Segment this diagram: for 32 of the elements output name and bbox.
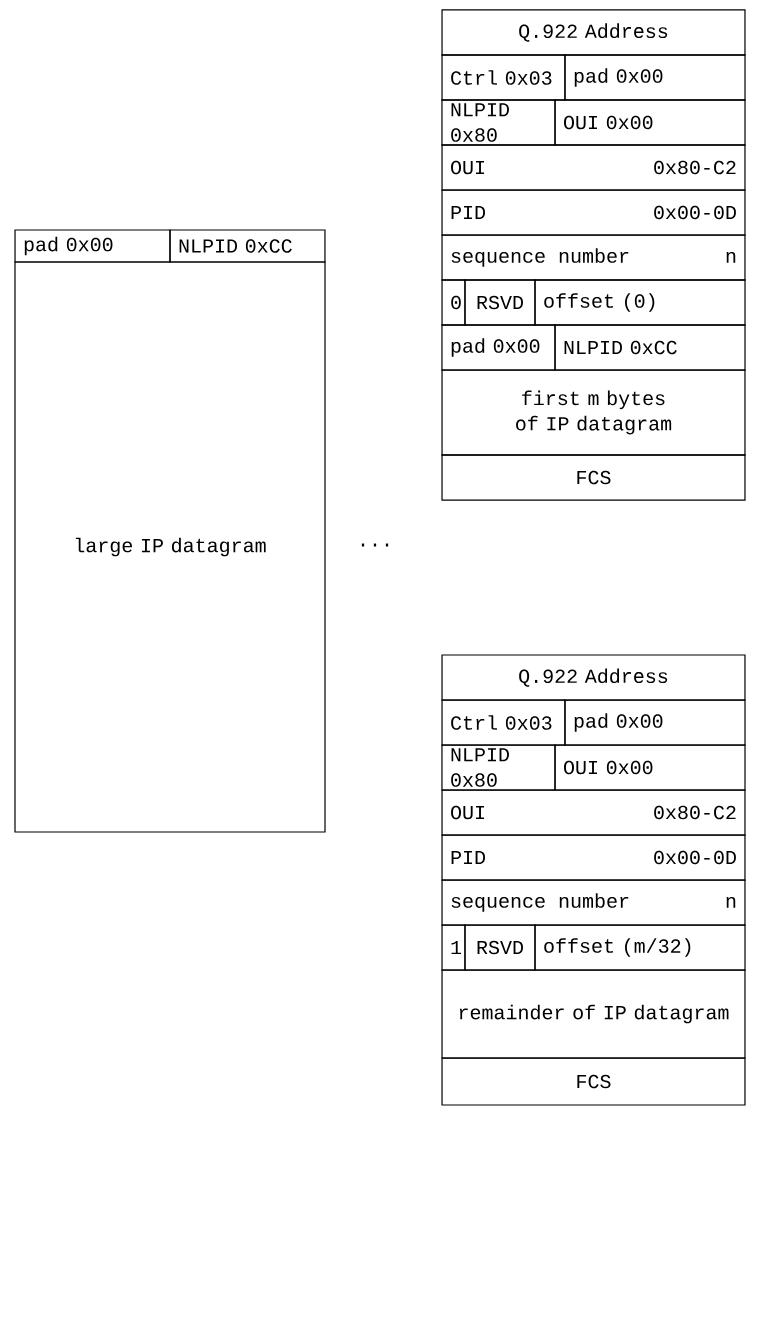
field-box: Q.922 Address (441, 654, 746, 701)
field-box: OUI 0x00 (554, 99, 746, 146)
field-box: RSVD (464, 924, 536, 971)
field-box: sequence number n (441, 879, 746, 926)
field-box: NLPID 0x80 (441, 99, 556, 146)
field-box: NLPID 0xCC (554, 324, 746, 371)
field-box: pad 0x00 (564, 54, 746, 101)
field-box: PID 0x00-0D (441, 834, 746, 881)
field-box: 1 (441, 924, 466, 971)
field-box: OUI 0x80-C2 (441, 789, 746, 836)
field-box: remainder of IP datagram (441, 969, 746, 1059)
field-box: NLPID 0x80 (441, 744, 556, 791)
field-box: RSVD (464, 279, 536, 326)
field-box: PID 0x00-0D (441, 189, 746, 236)
field-box: large IP datagram (14, 261, 326, 833)
field-box: 0 (441, 279, 466, 326)
field-box: OUI 0x80-C2 (441, 144, 746, 191)
field-box: first m bytes of IP datagram (441, 369, 746, 456)
field-box: NLPID 0xCC (169, 229, 326, 263)
field-box: pad 0x00 (564, 699, 746, 746)
field-box: pad 0x00 (14, 229, 171, 263)
ellipsis-text: ... (361, 543, 389, 547)
field-box: sequence number n (441, 234, 746, 281)
field-box: offset (m/32) (534, 924, 746, 971)
field-box: Q.922 Address (441, 9, 746, 56)
field-box: Ctrl 0x03 (441, 699, 566, 746)
field-box: FCS (441, 454, 746, 501)
field-box: offset (0) (534, 279, 746, 326)
field-box: Ctrl 0x03 (441, 54, 566, 101)
field-box: OUI 0x00 (554, 744, 746, 791)
field-box: FCS (441, 1057, 746, 1106)
field-box: pad 0x00 (441, 324, 556, 371)
